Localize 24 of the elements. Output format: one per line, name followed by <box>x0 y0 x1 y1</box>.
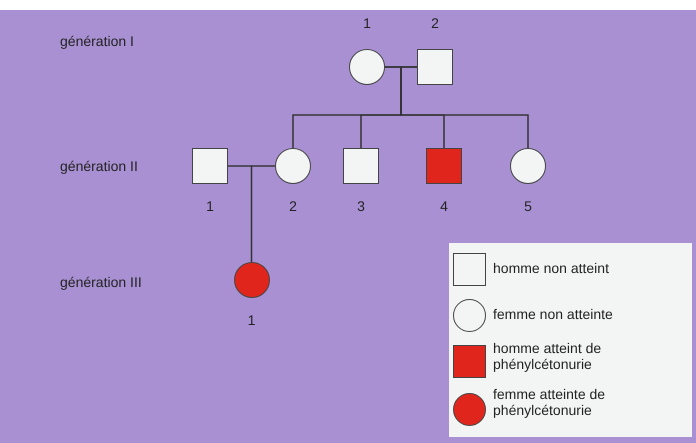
individual-number: 3 <box>356 198 366 214</box>
legend-text: femme atteinte de phénylcétonurie <box>493 386 606 418</box>
male-square <box>417 49 453 85</box>
generation-label: génération III <box>60 274 142 290</box>
female-circle <box>234 262 270 298</box>
legend-text: homme non atteint <box>493 260 610 276</box>
individual-number: 2 <box>288 198 298 214</box>
individual-number: 2 <box>430 15 440 31</box>
male-square <box>192 148 228 184</box>
individual-number: 1 <box>246 312 256 328</box>
female-circle <box>510 148 546 184</box>
male-square <box>426 148 462 184</box>
individual-number: 1 <box>205 198 215 214</box>
generation-label: génération I <box>60 33 134 49</box>
female-circle <box>349 49 385 85</box>
individual-number: 4 <box>439 198 449 214</box>
individual-number: 1 <box>362 15 372 31</box>
male-square <box>343 148 379 184</box>
generation-label: génération II <box>60 158 138 174</box>
individual-number: 5 <box>523 198 533 214</box>
female-circle <box>275 148 311 184</box>
legend-text: homme atteint de phénylcétonurie <box>493 340 602 372</box>
pedigree-line <box>250 165 275 262</box>
legend-text: femme non atteinte <box>493 306 614 322</box>
